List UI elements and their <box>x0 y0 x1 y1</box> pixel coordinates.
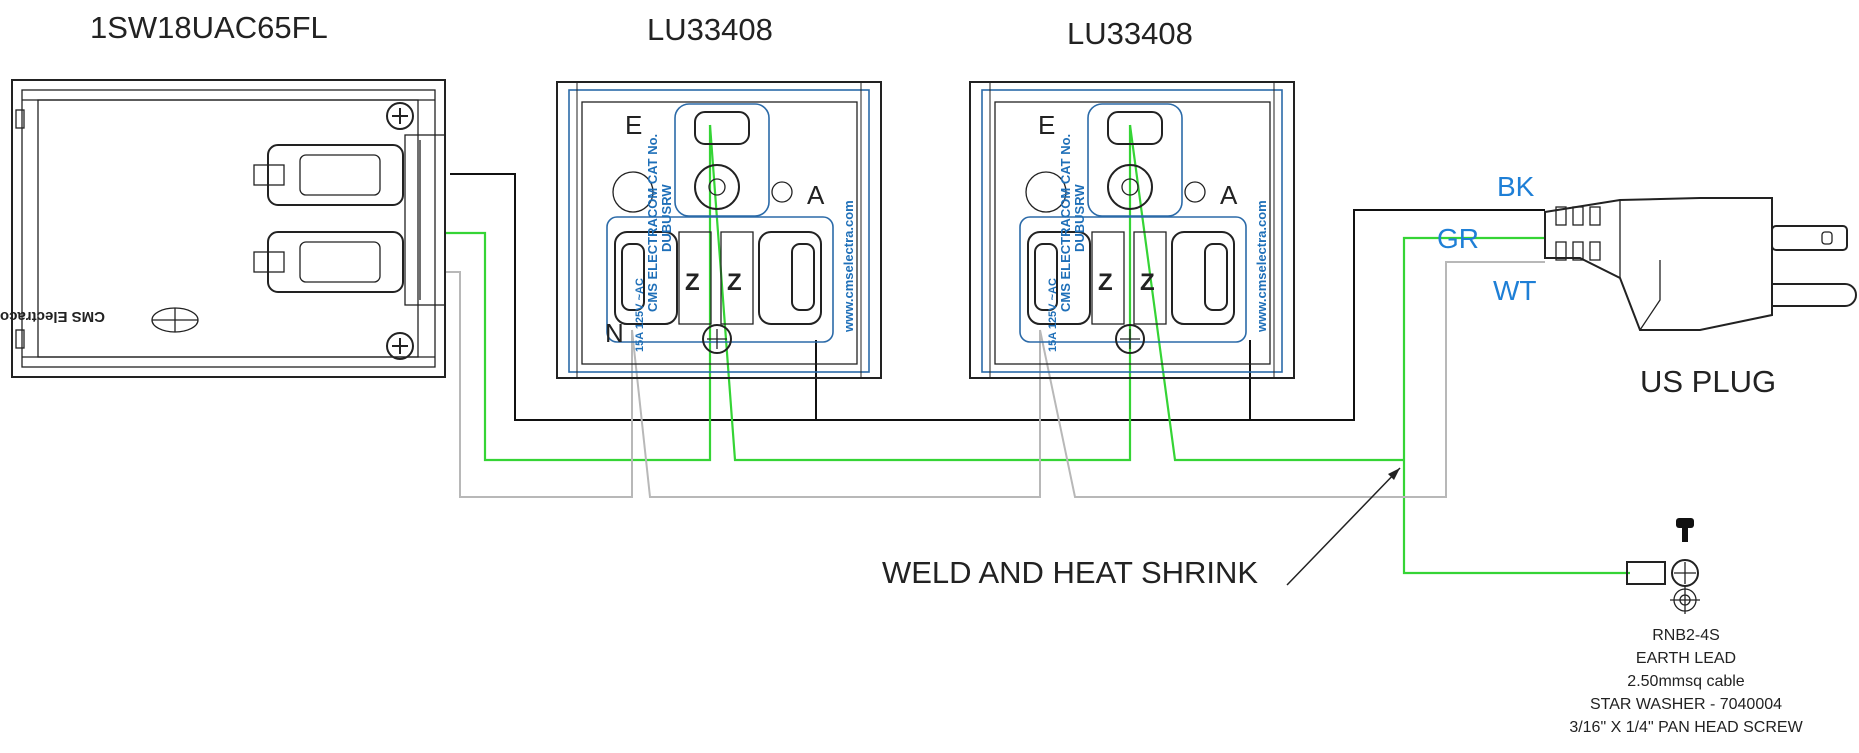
outlet-2: Z Z E A CMS ELECTRACOM CAT No. DUBUSRW 1… <box>969 81 1295 379</box>
weld-label: WELD AND HEAT SHRINK <box>882 555 1258 590</box>
brand-mark: CMS Electracom <box>0 308 105 325</box>
white-wire <box>445 271 633 498</box>
black-wire-3 <box>1249 209 1545 421</box>
active-mark: A <box>807 180 825 210</box>
z-mark: Z <box>685 269 700 296</box>
earth-note: 3/16" X 1/4" PAN HEAD SCREW <box>1569 719 1803 736</box>
weld-leader <box>1286 467 1401 586</box>
cat-number: CMS ELECTRACOM CAT No. <box>645 134 660 312</box>
switch-module: CMS Electracom <box>0 79 446 378</box>
us-plug <box>1544 197 1857 331</box>
earth-note: 2.50mmsq cable <box>1627 673 1744 690</box>
green-wire-3 <box>1128 124 1404 462</box>
cat-number: CMS ELECTRACOM CAT No. <box>1058 134 1073 312</box>
url-mark: www.cmselectra.com <box>841 200 856 333</box>
outlet-1-part-label: LU33408 <box>647 12 773 47</box>
switch-part-label: 1SW18UAC65FL <box>90 10 328 45</box>
earth-note: EARTH LEAD <box>1636 650 1736 667</box>
z-mark: Z <box>727 269 742 296</box>
green-wire-2 <box>708 124 1132 462</box>
green-earth-lead <box>1402 460 1630 575</box>
outlet-1: Z Z E A N CMS ELECTRACOM CAT No. DUBUSRW… <box>556 81 882 379</box>
wires <box>445 124 1630 575</box>
green-wire <box>445 125 712 462</box>
wire-label-green: GR <box>1437 223 1479 254</box>
cat-code: DUBUSRW <box>1072 184 1087 252</box>
plug-label: US PLUG <box>1640 364 1776 399</box>
wire-label-white: WT <box>1493 275 1537 306</box>
earth-notes: RNB2-4S EARTH LEAD 2.50mmsq cable STAR W… <box>1569 627 1803 736</box>
white-wire-3 <box>1039 261 1545 498</box>
white-wire-2 <box>631 329 1041 498</box>
active-mark: A <box>1220 180 1238 210</box>
neutral-mark: N <box>605 318 624 348</box>
wire-label-black: BK <box>1497 171 1535 202</box>
earth-note: RNB2-4S <box>1652 627 1720 644</box>
cat-code: DUBUSRW <box>659 184 674 252</box>
switch-terminals <box>253 134 446 306</box>
rating: 15A 125V ~AC <box>634 278 646 352</box>
z-mark: Z <box>1098 269 1113 296</box>
rating: 15A 125V ~AC <box>1047 278 1059 352</box>
z-mark: Z <box>1140 269 1155 296</box>
earth-note: STAR WASHER - 7040004 <box>1590 696 1782 713</box>
earth-lug <box>1626 518 1700 614</box>
earth-mark: E <box>625 110 642 140</box>
green-wire-4 <box>1402 236 1545 460</box>
earth-mark: E <box>1038 110 1055 140</box>
outlet-2-part-label: LU33408 <box>1067 16 1193 51</box>
url-mark: www.cmselectra.com <box>1254 200 1269 333</box>
